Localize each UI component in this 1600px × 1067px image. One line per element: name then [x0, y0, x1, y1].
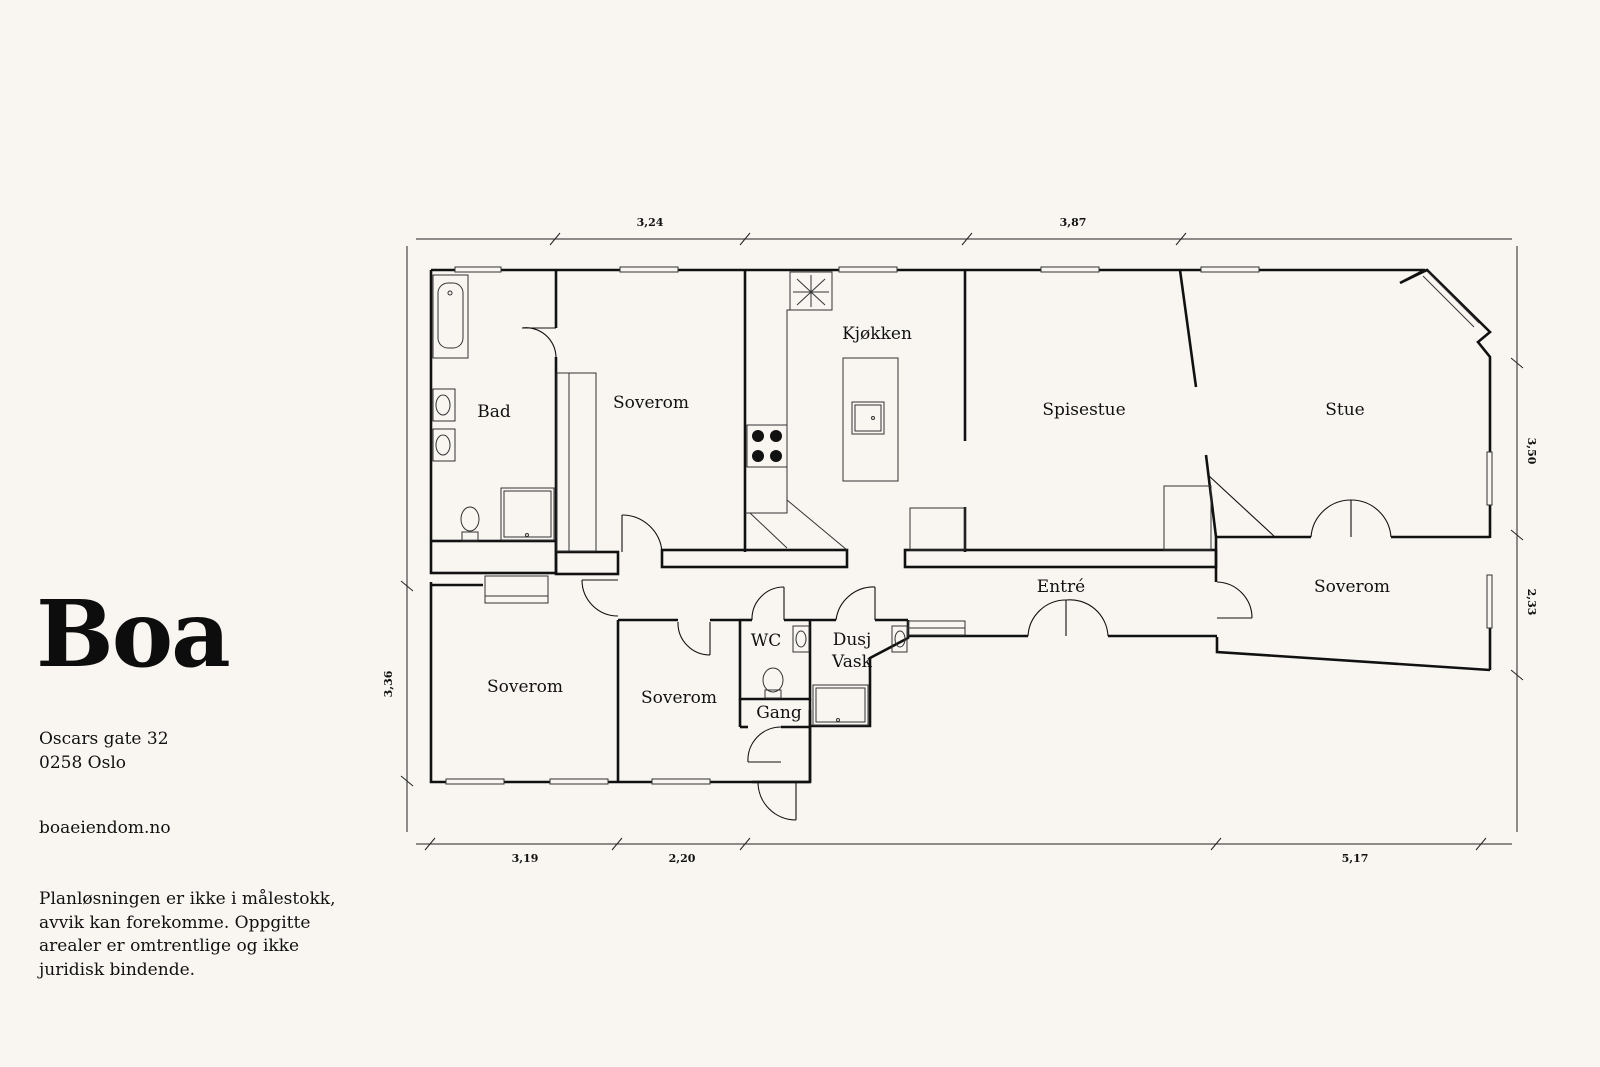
desk-icon	[484, 575, 549, 604]
windows	[445, 266, 1493, 785]
room-label-soverom: Soverom	[641, 688, 717, 708]
sink-icon	[891, 625, 908, 653]
dimension-label: 2,33	[1525, 589, 1538, 616]
sink-icon	[432, 388, 456, 422]
sink-icon	[432, 428, 456, 462]
dimension-label: 3,87	[1060, 216, 1087, 229]
walls	[429, 268, 1492, 784]
room-label-spisestue: Spisestue	[1042, 400, 1125, 420]
room-label-wc: WC	[751, 631, 781, 651]
toilet-icon	[460, 506, 480, 542]
dimension-label: 5,17	[1342, 852, 1369, 865]
kitchen-island	[842, 357, 899, 482]
room-label-gang: Gang	[756, 703, 802, 723]
dimension-label: 3,36	[382, 670, 395, 697]
dimension-label: 2,20	[669, 852, 696, 865]
website-link[interactable]: boaeiendom.no	[39, 818, 171, 838]
doors	[521, 327, 1392, 821]
shower-icon	[812, 684, 869, 726]
wardrobe-icon	[556, 372, 570, 552]
dimension-label: 3,19	[512, 852, 539, 865]
room-label-soverom: Soverom	[613, 393, 689, 413]
room-label-vask: Vask	[831, 652, 873, 672]
dimension-lines	[400, 232, 1524, 851]
room-label-dusj: Dusj	[833, 630, 872, 650]
room-label-bad: Bad	[477, 402, 511, 422]
disclaimer-text: Planløsningen er ikke i målestokk, avvik…	[39, 889, 336, 980]
room-label-entre: Entré	[1037, 577, 1085, 597]
address-city: 0258 Oslo	[39, 753, 127, 773]
stove-icon	[746, 424, 788, 468]
room-label-kjokken: Kjøkken	[842, 324, 912, 344]
brand-logo: Boa	[36, 580, 231, 688]
bathtub-icon	[432, 274, 469, 359]
address-street: Oscars gate 32	[39, 729, 169, 749]
shower-icon	[500, 487, 555, 541]
fixtures	[432, 271, 1212, 726]
dimension-label: 3,50	[1525, 438, 1538, 465]
sink-icon	[851, 401, 885, 435]
room-label-soverom: Soverom	[1314, 577, 1390, 597]
room-label-soverom: Soverom	[487, 677, 563, 697]
sink-icon	[792, 625, 810, 653]
dimension-label: 3,24	[637, 216, 664, 229]
address: Oscars gate 32 0258 Oslo	[39, 727, 169, 775]
room-label-stue: Stue	[1325, 400, 1365, 420]
toilet-icon	[762, 667, 784, 699]
